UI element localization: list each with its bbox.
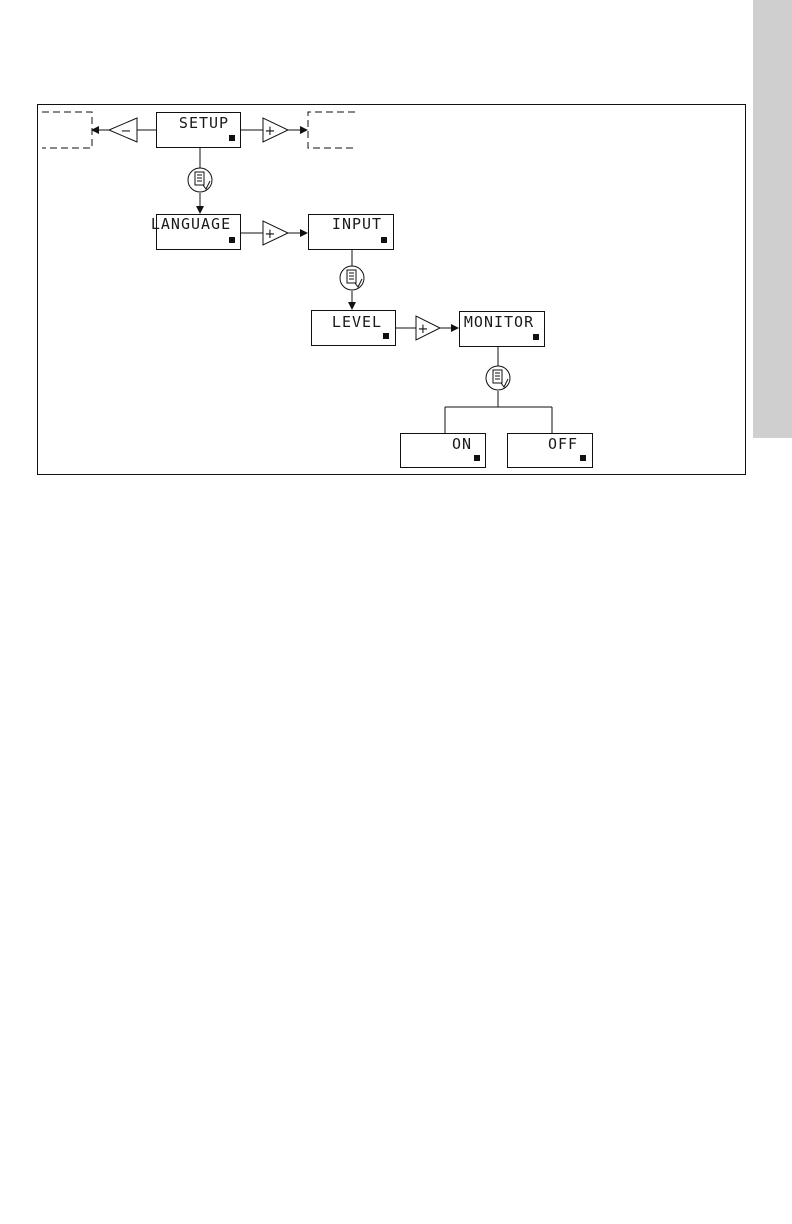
- display-monitor[interactable]: MONITOR: [460, 312, 545, 347]
- dashed-box-right: [308, 112, 355, 148]
- lcd-indicator-icon: [383, 333, 389, 339]
- connectors: [92, 130, 552, 433]
- display-input-text: INPUT: [332, 215, 382, 233]
- plus-button-level[interactable]: +: [416, 316, 440, 340]
- display-setup[interactable]: SETUP: [157, 113, 241, 148]
- display-language-text: LANGUAGE: [151, 215, 231, 233]
- display-level-text: LEVEL: [332, 313, 382, 331]
- plus-label: +: [265, 124, 276, 139]
- display-monitor-text: MONITOR: [464, 313, 534, 331]
- lcd-indicator-icon: [381, 237, 387, 243]
- display-input[interactable]: INPUT: [309, 215, 394, 250]
- lcd-indicator-icon: [229, 237, 235, 243]
- display-level[interactable]: LEVEL: [312, 311, 396, 346]
- lcd-indicator-icon: [580, 455, 586, 461]
- plus-label: +: [265, 227, 276, 242]
- plus-button-setup[interactable]: +: [263, 118, 288, 142]
- plus-button-language[interactable]: +: [263, 221, 288, 245]
- lcd-indicator-icon: [474, 455, 480, 461]
- dashed-box-left: [42, 112, 92, 148]
- display-on-text: ON: [452, 435, 472, 453]
- display-on[interactable]: ON: [401, 434, 486, 468]
- minus-button[interactable]: −: [109, 118, 137, 142]
- display-language[interactable]: LANGUAGE: [151, 215, 241, 250]
- menu-key-icon[interactable]: [340, 266, 364, 290]
- diagram-frame: [38, 105, 746, 475]
- lcd-indicator-icon: [533, 334, 539, 340]
- minus-label: −: [121, 124, 132, 139]
- menu-key-icon[interactable]: [486, 366, 510, 390]
- display-setup-text: SETUP: [179, 114, 229, 132]
- plus-label: +: [418, 322, 429, 337]
- menu-key-icon[interactable]: [188, 168, 212, 192]
- lcd-indicator-icon: [229, 135, 235, 141]
- display-off[interactable]: OFF: [508, 434, 593, 468]
- display-off-text: OFF: [548, 435, 578, 453]
